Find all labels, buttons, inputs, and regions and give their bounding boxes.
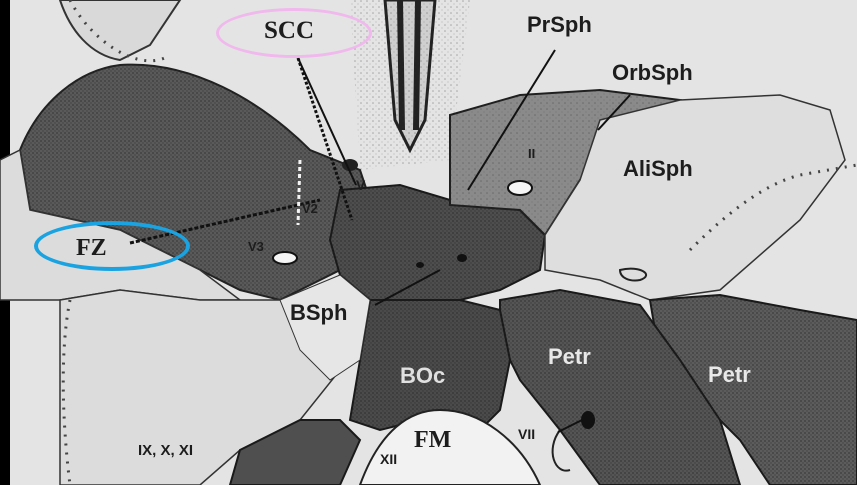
label-nerve-v3: V3 — [248, 240, 264, 253]
label-nerve-vii: VII — [518, 427, 535, 441]
label-nerves-ix-x-xi: IX, X, XI — [138, 443, 193, 458]
label-bsph: BSph — [290, 302, 347, 324]
label-nerve-v2: V2 — [302, 202, 318, 215]
label-nerve-xii: XII — [380, 452, 397, 466]
label-petr-right: Petr — [708, 364, 751, 386]
label-alisph: AliSph — [623, 158, 693, 180]
label-fm: FM — [414, 428, 451, 452]
fz-highlight-oval — [34, 221, 190, 271]
sella-dot-1 — [416, 262, 424, 268]
foramen-v3 — [273, 252, 297, 264]
label-orbsph: OrbSph — [612, 62, 693, 84]
optic-foramen — [508, 181, 532, 195]
label-petr-left: Petr — [548, 346, 591, 368]
label-nerve-ii: II — [528, 147, 535, 160]
label-boc: BOc — [400, 365, 445, 387]
label-prsph: PrSph — [527, 14, 592, 36]
label-scc: SCC — [264, 18, 314, 43]
label-fz: FZ — [76, 236, 107, 260]
internal-acoustic-meatus — [581, 411, 595, 429]
label-nerve-v: V — [356, 178, 365, 192]
sella-dot-2 — [457, 254, 467, 262]
